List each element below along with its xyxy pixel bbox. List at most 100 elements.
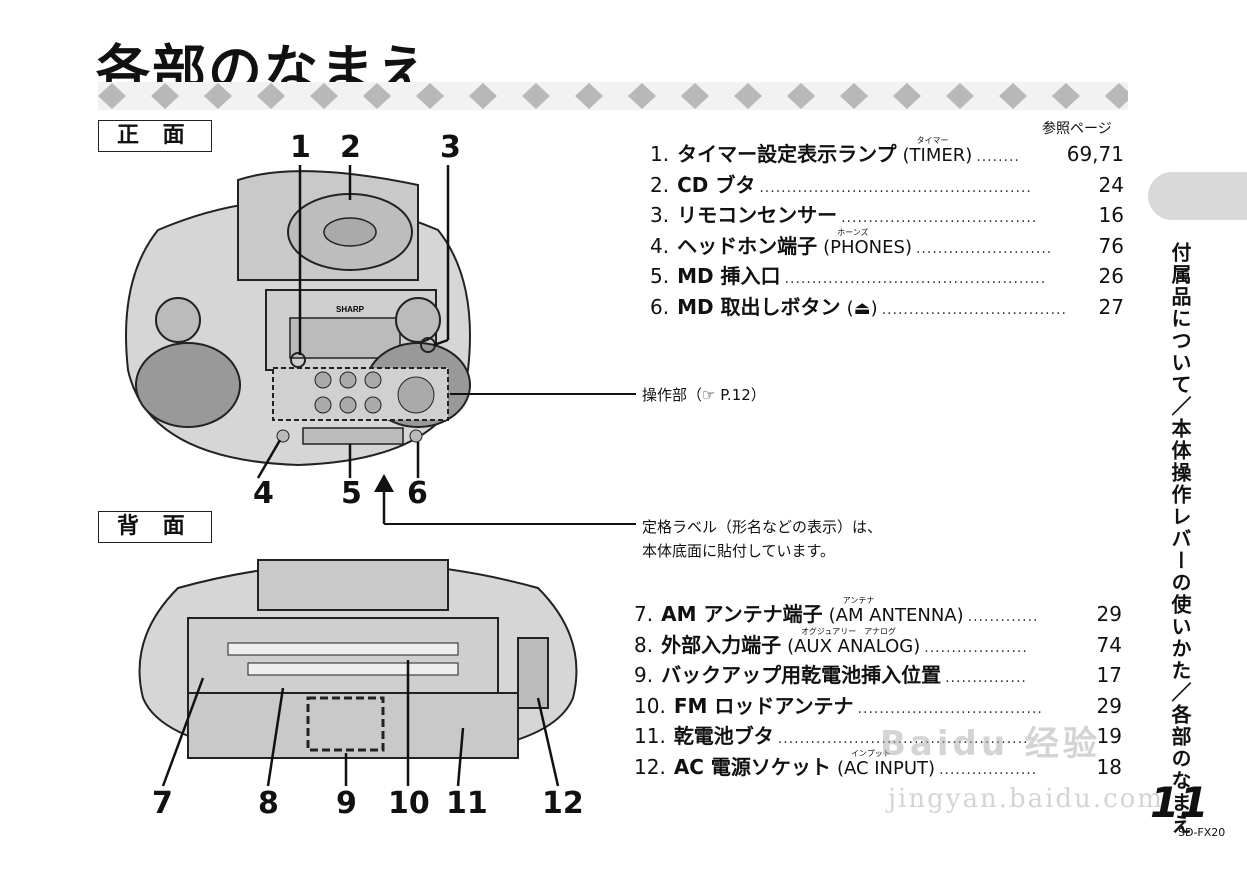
item-number: 5. [650, 264, 670, 288]
item-number: 6. [650, 294, 670, 319]
model-number: SD-FX20 [1178, 826, 1226, 839]
item-page-ref: 24 [1098, 172, 1124, 197]
leader-dots: ........................................… [784, 271, 1047, 287]
parts-list-row: 1.タイマー設定表示ランプ(TIMER)タイマー........69,71 [650, 136, 1124, 167]
leader-dots: .................................... [841, 210, 1038, 226]
item-name: AM アンテナ端子 [661, 602, 823, 626]
parts-list-row: 4.ヘッドホン端子(PHONES)ホーンズ...................… [650, 228, 1124, 259]
callout-7: 7 [152, 786, 173, 821]
item-name: リモコンセンサー [677, 203, 838, 227]
item-name: バックアップ用乾電池挿入位置 [661, 663, 942, 687]
back-section-label: 背 面 [98, 511, 212, 543]
item-english-text: (⏏) [846, 297, 878, 319]
diamond-ornament [204, 83, 232, 109]
page-number: 11 [1150, 778, 1209, 827]
callout-5: 5 [341, 476, 362, 511]
diamond-ornament [310, 83, 338, 109]
item-page-ref: 76 [1098, 233, 1124, 258]
parts-list-row: 8. 外部入力端子(AUX ANALOG)オグジュアリー アナログ........… [634, 627, 1122, 658]
callout-8: 8 [258, 786, 279, 821]
brand-logo: SHARP [336, 305, 365, 314]
leader-dots: .................................. [881, 301, 1067, 318]
watermark-url: jingyan.baidu.com [888, 784, 1164, 814]
item-number: 9. [634, 663, 654, 687]
item-number: 1. [650, 142, 670, 166]
leader-dots: ................... [924, 639, 1028, 656]
item-name: 乾電池ブタ [673, 724, 774, 748]
leader-dots: ............. [967, 609, 1039, 625]
back-view-illustration [138, 559, 578, 787]
parts-list-row: 3. リモコンセンサー..............................… [650, 199, 1124, 228]
label-note-line2: 本体底面に貼付しています。 [642, 542, 836, 560]
parts-list-row: 5. MD 挿入口................................… [650, 260, 1124, 289]
item-ruby: オグジュアリー アナログ [801, 626, 897, 636]
item-english-text: (TIMER) [902, 145, 973, 166]
item-name: MD 挿入口 [677, 264, 781, 288]
item-ruby: アンテナ [842, 596, 875, 605]
diamond-ornament [522, 83, 550, 109]
callout-4: 4 [253, 476, 274, 511]
item-page-ref: 27 [1098, 294, 1124, 319]
item-english-text: (AUX ANALOG) [787, 635, 921, 657]
diamond-ornament [840, 83, 868, 109]
item-name: 外部入力端子 [661, 632, 782, 657]
diamond-ornament [787, 83, 815, 109]
diamond-ornament [628, 83, 656, 109]
parts-list-row: 11. 乾電池ブタ................................… [634, 720, 1122, 749]
diamond-ornament [893, 83, 921, 109]
parts-list-row: 10. FM ロッドアンテナ...........................… [634, 690, 1122, 719]
item-number: 3. [650, 203, 670, 227]
parts-list-row: 9.バックアップ用乾電池挿入位置...............17 [634, 659, 1122, 688]
item-page-ref: 74 [1096, 632, 1122, 657]
item-number: 10. [634, 693, 666, 718]
diamond-ornament [999, 83, 1027, 109]
item-number: 2. [650, 172, 670, 197]
item-number: 12. [634, 754, 666, 779]
front-section-label: 正 面 [98, 120, 212, 152]
callout-9: 9 [336, 786, 357, 821]
diamond-ornament [1052, 83, 1080, 109]
parts-list-row: 7.AM アンテナ端子(AM ANTENNA)アンテナ.............… [634, 596, 1122, 627]
item-english-text: (PHONES) [823, 236, 912, 258]
item-page-ref: 18 [1096, 754, 1122, 779]
item-page-ref: 17 [1096, 663, 1122, 687]
diamond-ornament [681, 83, 709, 109]
diamond-ornament [575, 83, 603, 109]
leader-dots: ........................................… [777, 731, 1029, 747]
front-view-illustration: SHARP [125, 165, 471, 479]
item-english-label: (PHONES)ホーンズ [823, 228, 912, 258]
parts-list-row: 2.CD ブタ.................................… [650, 169, 1124, 198]
diamond-ornament [363, 83, 391, 109]
diamond-ornament [1105, 83, 1128, 109]
item-ruby: インプット [850, 748, 891, 758]
diamond-ornament [151, 83, 179, 109]
callout-3: 3 [440, 130, 461, 165]
item-name: FM ロッドアンテナ [673, 693, 854, 718]
item-number: 7. [634, 602, 654, 626]
item-name: MD 取出しボタン [677, 294, 841, 319]
item-page-ref: 19 [1096, 724, 1122, 748]
item-number: 8. [634, 632, 654, 657]
item-ruby: タイマー [916, 136, 949, 145]
diamond-ornament [946, 83, 974, 109]
item-name: ヘッドホン端子 [677, 233, 818, 258]
reference-page-header: 参照ページ [1042, 121, 1112, 137]
item-english-label: (AUX ANALOG)オグジュアリー アナログ [787, 627, 921, 657]
leader-dots: .................. [939, 761, 1038, 778]
parts-list-row: 12. AC 電源ソケット(AC INPUT)インプット.............… [634, 749, 1122, 780]
parts-list-row: 6. MD 取出しボタン(⏏)..........................… [650, 291, 1124, 320]
item-number: 11. [634, 724, 666, 748]
leader-dots: ........................................… [759, 179, 1032, 196]
callout-1: 1 [290, 130, 311, 165]
item-english-label: (AC INPUT)インプット [836, 749, 936, 779]
item-name: AC 電源ソケット [673, 754, 831, 779]
leader-dots: ......................... [915, 240, 1053, 257]
item-english-text: (AC INPUT) [836, 757, 936, 779]
item-page-ref: 29 [1096, 693, 1122, 718]
callout-10: 10 [388, 786, 430, 821]
diamond-ornament [257, 83, 285, 109]
diamond-ornament [416, 83, 444, 109]
item-page-ref: 69,71 [1066, 142, 1124, 166]
leader-dots: .................................. [857, 700, 1043, 717]
leader-dots: ........ [976, 149, 1020, 165]
